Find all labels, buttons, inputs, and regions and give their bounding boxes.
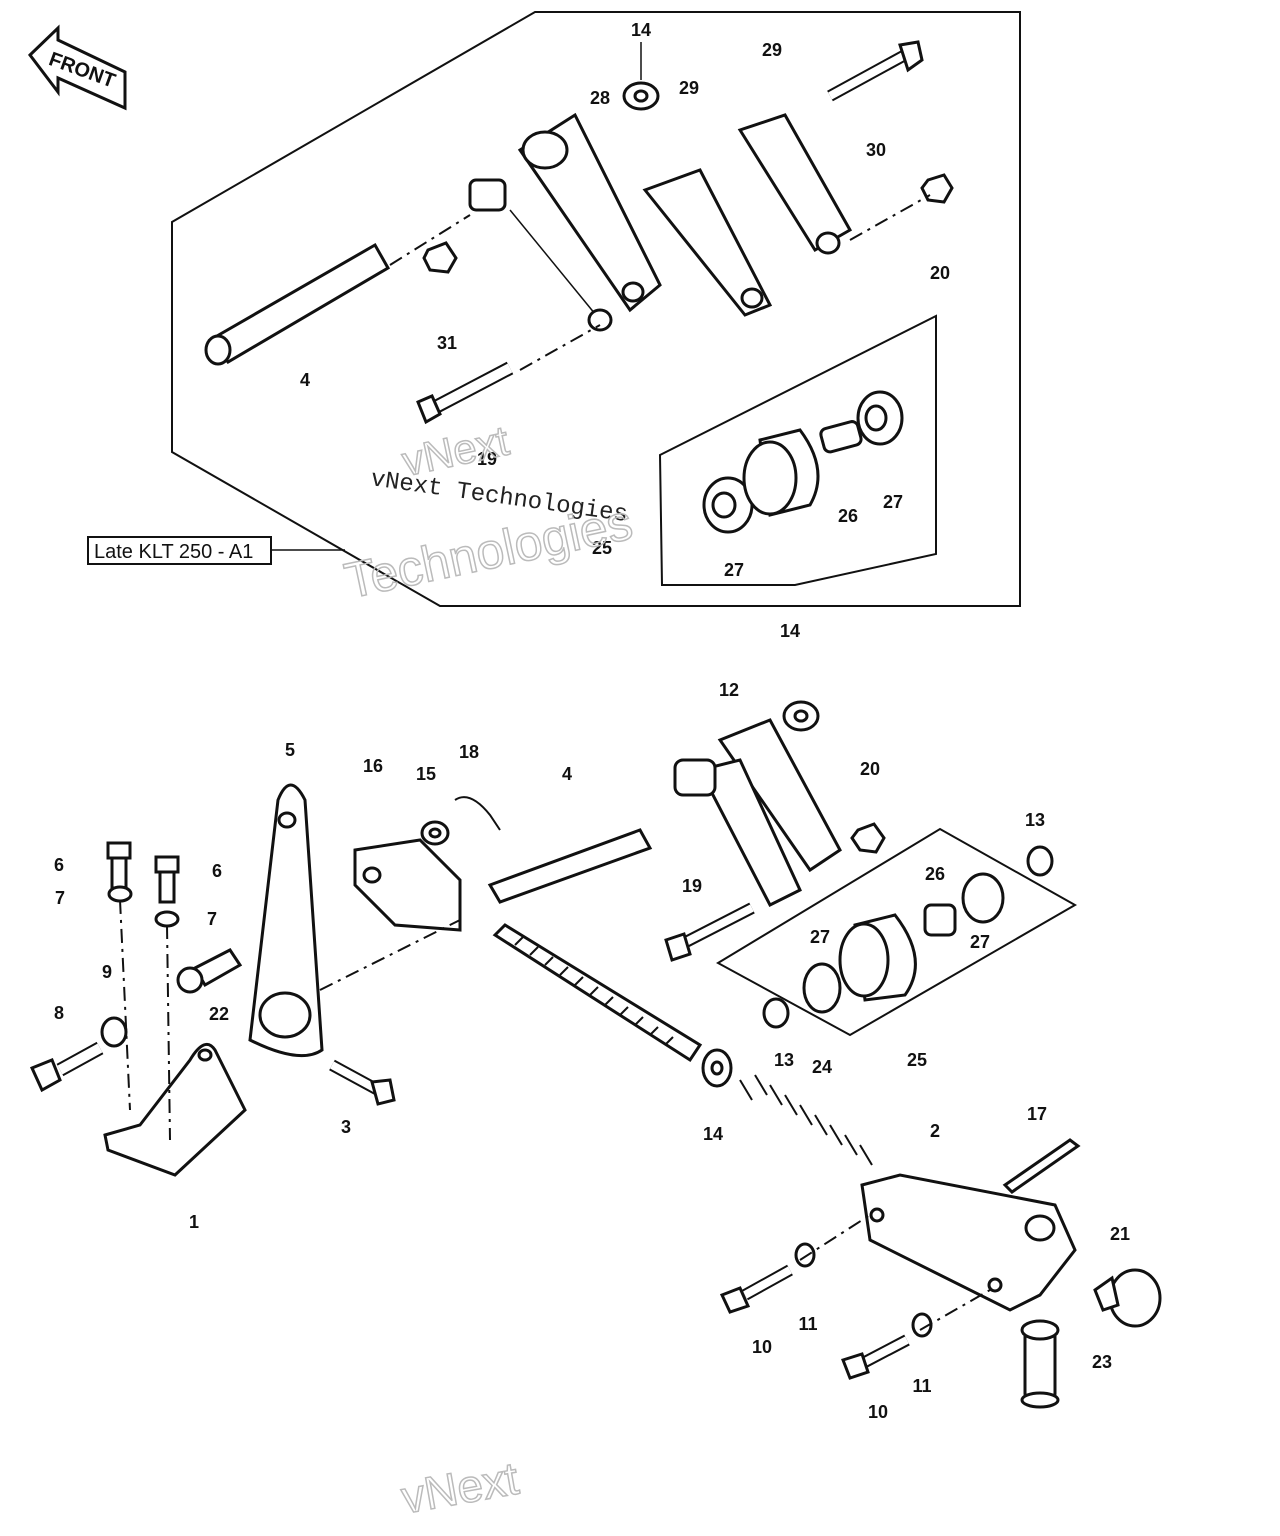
callout-20-upper: 20 xyxy=(930,263,950,283)
clevis-16 xyxy=(353,838,462,932)
callout-19-upper: 19 xyxy=(477,449,497,469)
callout-15: 15 xyxy=(416,764,436,784)
callouts: 14 28 29 29 30 20 4 31 19 26 27 27 25 14… xyxy=(54,20,1130,1422)
callout-25-lower: 25 xyxy=(907,1050,927,1070)
washer-13-lower xyxy=(762,997,790,1029)
callout-27-upper-right: 27 xyxy=(883,492,903,512)
bolt-19-upper xyxy=(416,361,514,425)
roller-assembly-25-upper xyxy=(702,390,904,534)
callout-29-middle: 29 xyxy=(679,78,699,98)
callout-13-lower: 13 xyxy=(774,1050,794,1070)
bracket-5 xyxy=(248,783,324,1058)
inset-outline xyxy=(171,11,1021,607)
callout-27-lower-right: 27 xyxy=(970,932,990,952)
watermark-line-4: vNext xyxy=(397,1452,522,1524)
clevis-pin-23 xyxy=(1020,1319,1060,1409)
pin-18 xyxy=(454,796,501,831)
callout-6-left: 6 xyxy=(54,855,64,875)
washer-14-lower xyxy=(701,1048,733,1088)
roller-assembly-25-lower-box xyxy=(715,827,1078,1037)
bolt-10-upper xyxy=(719,1264,793,1314)
inset-note: Late KLT 250 - A1 xyxy=(87,536,345,565)
bolt-10-lower xyxy=(841,1334,910,1380)
callout-19-lower: 19 xyxy=(682,876,702,896)
callout-25-upper: 25 xyxy=(592,538,612,558)
front-arrow: FRONT xyxy=(28,24,127,111)
bracket-1 xyxy=(103,1042,247,1177)
washer-7-right xyxy=(154,910,180,928)
callout-24: 24 xyxy=(812,1057,832,1077)
bolt-3 xyxy=(329,1059,396,1106)
callout-31: 31 xyxy=(437,333,457,353)
washer-15 xyxy=(420,820,450,846)
callout-23: 23 xyxy=(1092,1352,1112,1372)
inset-note-text: Late KLT 250 - A1 xyxy=(94,541,253,563)
callout-7-right: 7 xyxy=(207,909,217,929)
watermark: vNext vNext Technologies Technologies vN… xyxy=(339,416,638,1524)
callout-28: 28 xyxy=(590,88,610,108)
roller-assembly-25-upper-box xyxy=(658,314,937,586)
callout-21: 21 xyxy=(1110,1224,1130,1244)
knob-21 xyxy=(1093,1268,1162,1328)
callout-30: 30 xyxy=(866,140,886,160)
callout-27-upper-left: 27 xyxy=(724,560,744,580)
nut-20-lower xyxy=(850,822,886,854)
bracket-2 xyxy=(860,1173,1077,1312)
callout-10-upper: 10 xyxy=(752,1337,772,1357)
callout-27-lower-left: 27 xyxy=(810,927,830,947)
callout-16: 16 xyxy=(363,756,383,776)
callout-11-lower: 11 xyxy=(912,1376,931,1396)
callout-3: 3 xyxy=(341,1117,351,1137)
washer-7-left xyxy=(107,885,133,903)
callout-14-lower: 14 xyxy=(703,1124,723,1144)
bolt-6-left xyxy=(106,841,132,890)
callout-4-lower: 4 xyxy=(562,764,572,784)
callout-8: 8 xyxy=(54,1003,64,1023)
washer-9 xyxy=(100,1016,128,1048)
washer-13-right xyxy=(1026,845,1054,877)
washer-14-upper xyxy=(622,81,660,111)
callout-18: 18 xyxy=(459,742,479,762)
shaft-4-upper xyxy=(204,242,391,366)
pin-22 xyxy=(176,948,243,994)
bolt-19-lower xyxy=(664,902,755,962)
nut-31 xyxy=(422,241,458,274)
callout-5: 5 xyxy=(285,740,295,760)
arm-28 xyxy=(468,112,662,332)
washer-14-lower-top xyxy=(782,700,820,732)
bolt-6-right xyxy=(154,855,180,904)
callout-26-lower: 26 xyxy=(925,864,945,884)
arm-29-middle xyxy=(642,168,773,317)
callout-9: 9 xyxy=(102,962,112,982)
callout-22: 22 xyxy=(209,1004,229,1024)
callout-2: 2 xyxy=(930,1121,940,1141)
spring-24 xyxy=(739,1074,873,1166)
shaft-4-lower xyxy=(487,828,653,904)
callout-7-left: 7 xyxy=(55,888,65,908)
callout-29-right: 29 xyxy=(762,40,782,60)
bolt-8 xyxy=(29,1041,104,1093)
callout-1: 1 xyxy=(189,1212,199,1232)
callout-14-upper: 14 xyxy=(631,20,651,40)
arm-29-right xyxy=(737,113,853,255)
callout-20-lower: 20 xyxy=(860,759,880,779)
washer-11-upper xyxy=(794,1242,816,1268)
callout-13-right: 13 xyxy=(1025,810,1045,830)
callout-17: 17 xyxy=(1027,1104,1047,1124)
watermark-line-3: Technologies xyxy=(340,494,637,609)
bolt-30 xyxy=(827,40,924,102)
washer-11-lower xyxy=(911,1312,933,1338)
threaded-rod xyxy=(492,923,703,1063)
callout-12: 12 xyxy=(719,680,739,700)
callout-26-upper: 26 xyxy=(838,506,858,526)
callout-4-upper: 4 xyxy=(300,370,310,390)
callout-14-lower-top: 14 xyxy=(780,621,800,641)
roller-assembly-25-lower xyxy=(802,872,1005,1014)
callout-6-right: 6 xyxy=(212,861,222,881)
callout-10-lower: 10 xyxy=(868,1402,888,1422)
arm-12 xyxy=(673,718,842,908)
callout-11-upper: 11 xyxy=(798,1314,817,1334)
cotter-pin-17 xyxy=(1002,1138,1081,1194)
